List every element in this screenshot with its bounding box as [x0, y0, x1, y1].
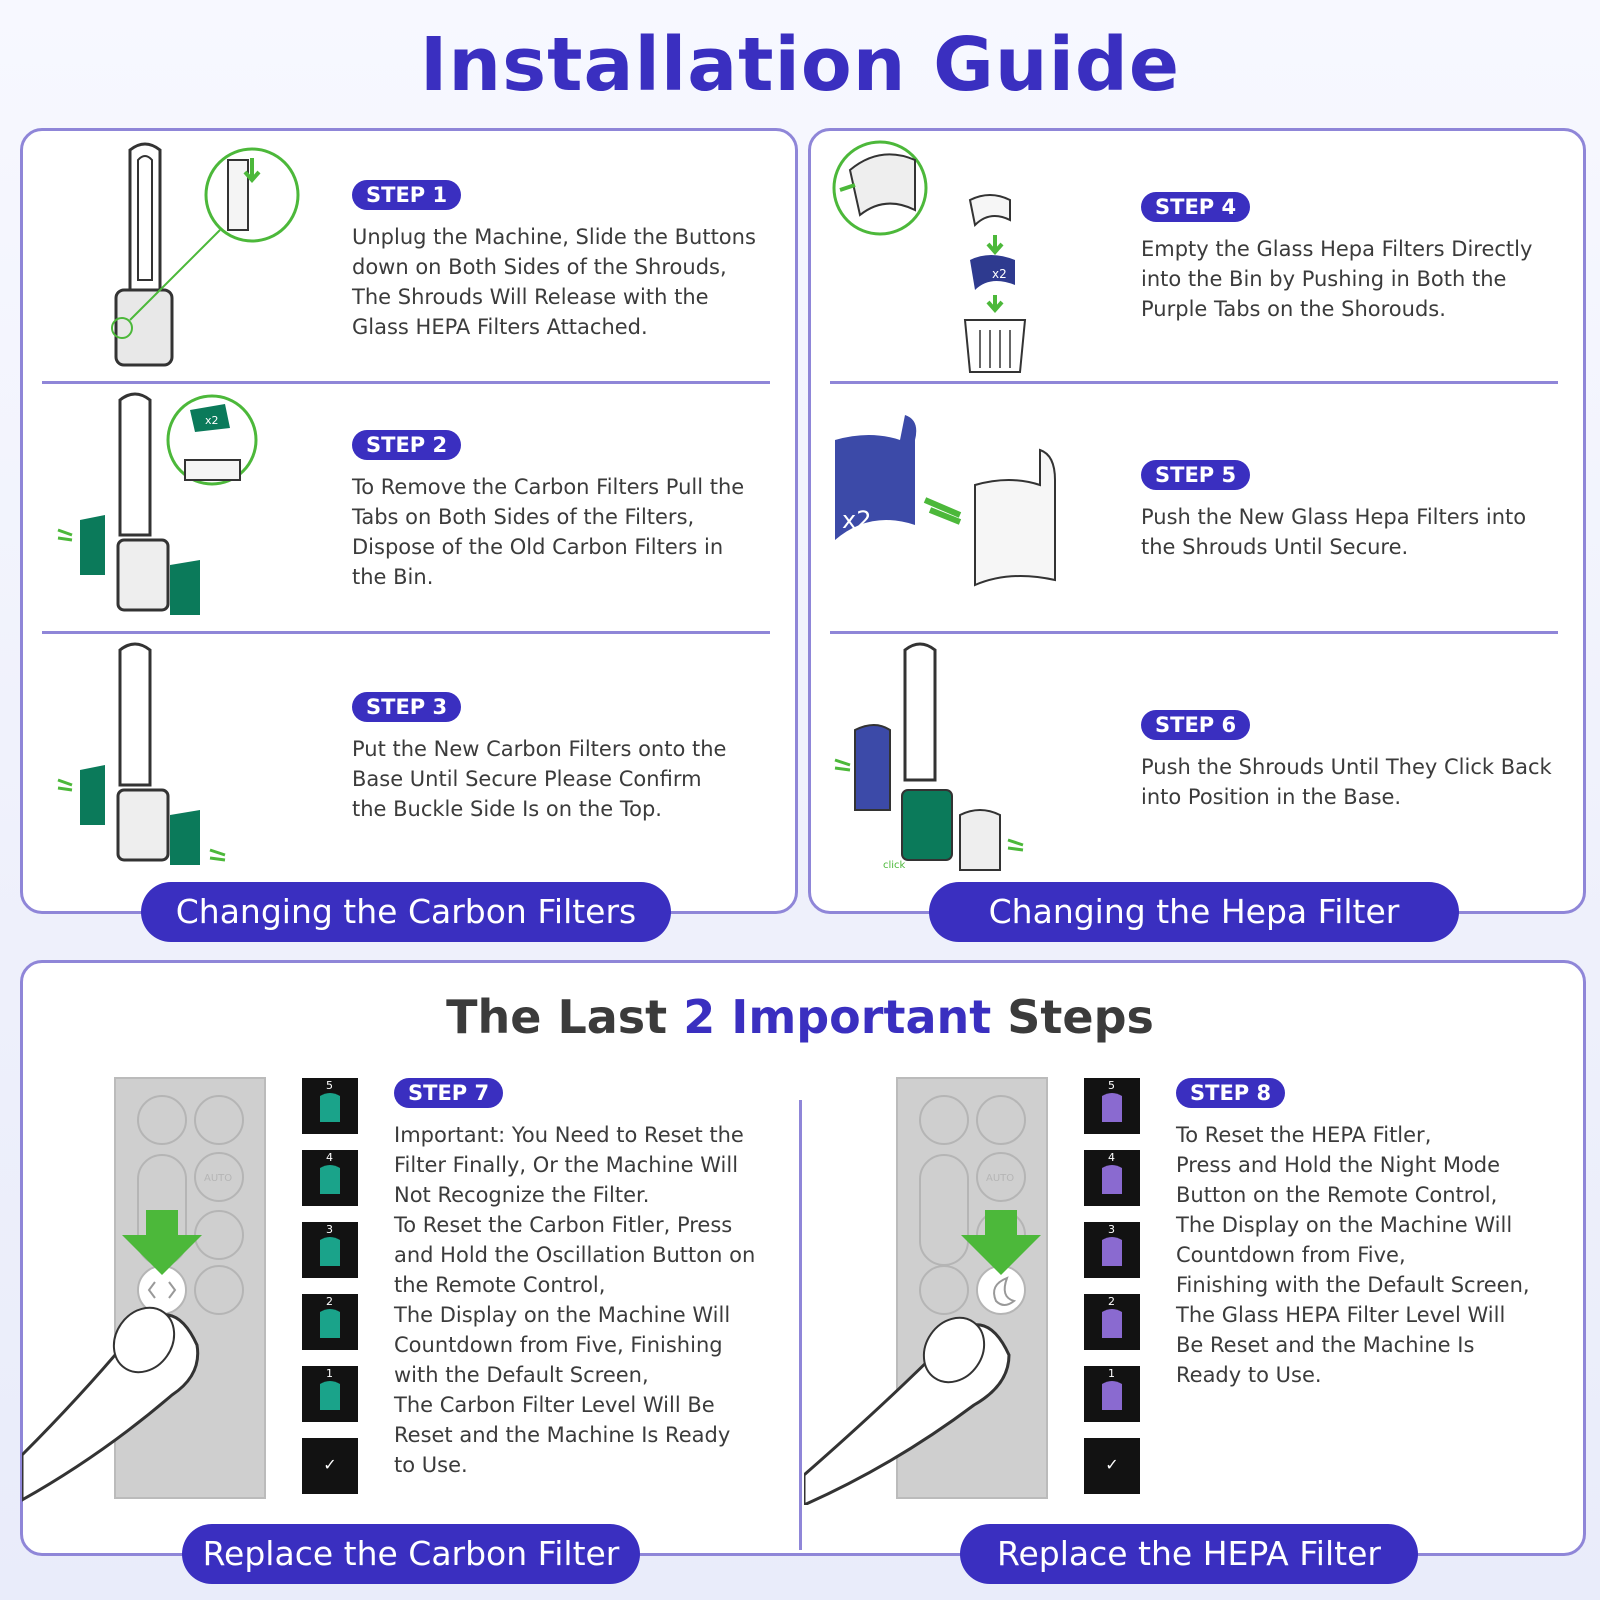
step-5-badge: STEP 5 [1141, 460, 1251, 490]
click-label: click [883, 860, 906, 871]
hepa-filter-panel [808, 128, 1586, 914]
countdown-screen-2: 2 [302, 1294, 358, 1350]
shroud-install-icon: click [834, 642, 1024, 871]
step-4-badge: STEP 4 [1141, 192, 1251, 222]
countdown-screen-5: 5 [1084, 1078, 1140, 1134]
carbon-filter-icon: x2 [57, 392, 258, 615]
carbon-filters-banner: Changing the Carbon Filters [141, 882, 671, 942]
hepa-divider-2 [830, 631, 1558, 634]
last-steps-title-prefix: The Last [446, 990, 684, 1044]
auto-label: AUTO [986, 1173, 1014, 1184]
last-steps-title-highlight: 2 Important [683, 990, 992, 1044]
last-steps-title-suffix: Steps [991, 990, 1154, 1044]
last-steps-separator [799, 1100, 802, 1550]
auto-label: AUTO [204, 1173, 232, 1184]
countdown-screen-4: 4 [1084, 1150, 1140, 1206]
step-6-text: Push the Shrouds Until They Click Back i… [1141, 755, 1552, 809]
step-1-badge: STEP 1 [352, 180, 462, 210]
carbon-divider-2 [42, 631, 770, 634]
step-2-text: To Remove the Carbon Filters Pull the Ta… [352, 475, 745, 589]
hepa-filter-icon: x2 [835, 415, 1056, 587]
step-3-text: Put the New Carbon Filters onto the Base… [352, 737, 727, 821]
last-steps-title: The Last 2 Important Steps [0, 990, 1600, 1044]
x2-label: x2 [205, 414, 219, 427]
step-2-badge: STEP 2 [352, 430, 462, 460]
remote-control-night-icon: AUTO [804, 1077, 1048, 1505]
page-title: Installation Guide [419, 22, 1181, 108]
countdown-screen-5: 5 [302, 1078, 358, 1134]
step-5-text: Push the New Glass Hepa Filters into the… [1141, 505, 1527, 559]
check-icon: ✓ [1084, 1438, 1140, 1494]
countdown-screen-4: 4 [302, 1150, 358, 1206]
hepa-filter-banner: Changing the Hepa Filter [929, 882, 1459, 942]
countdown-screen-1: 1 [1084, 1366, 1140, 1422]
step-8-text: To Reset the HEPA Fitler, Press and Hold… [1176, 1123, 1530, 1387]
step-8-badge: STEP 8 [1176, 1078, 1286, 1108]
step-1-text: Unplug the Machine, Slide the Buttons do… [352, 225, 756, 339]
remote-control-icon: AUTO [22, 1077, 266, 1502]
countdown-screen-1: 1 [302, 1366, 358, 1422]
step-3-badge: STEP 3 [352, 692, 462, 722]
replace-hepa-banner: Replace the HEPA Filter [960, 1524, 1418, 1584]
step-6-badge: STEP 6 [1141, 710, 1251, 740]
carbon-divider-1 [42, 381, 770, 384]
hepa-divider-1 [830, 381, 1558, 384]
purifier-tower-icon [111, 142, 300, 367]
x2-label: x2 [992, 267, 1007, 281]
step-7-badge: STEP 7 [394, 1078, 504, 1108]
check-icon: ✓ [302, 1438, 358, 1494]
x2-large-label: x2 [842, 506, 871, 534]
step-7-text: Important: You Need to Reset the Filter … [394, 1123, 756, 1477]
replace-carbon-banner: Replace the Carbon Filter [182, 1524, 640, 1584]
countdown-screen-2: 2 [1084, 1294, 1140, 1350]
last-steps-panel [20, 960, 1586, 1556]
countdown-screen-3: 3 [302, 1222, 358, 1278]
carbon-filter-install-icon [57, 642, 226, 865]
countdown-screen-3: 3 [1084, 1222, 1140, 1278]
bin-icon: x2 [832, 140, 1027, 373]
step-4-text: Empty the Glass Hepa Filters Directly in… [1141, 237, 1533, 321]
